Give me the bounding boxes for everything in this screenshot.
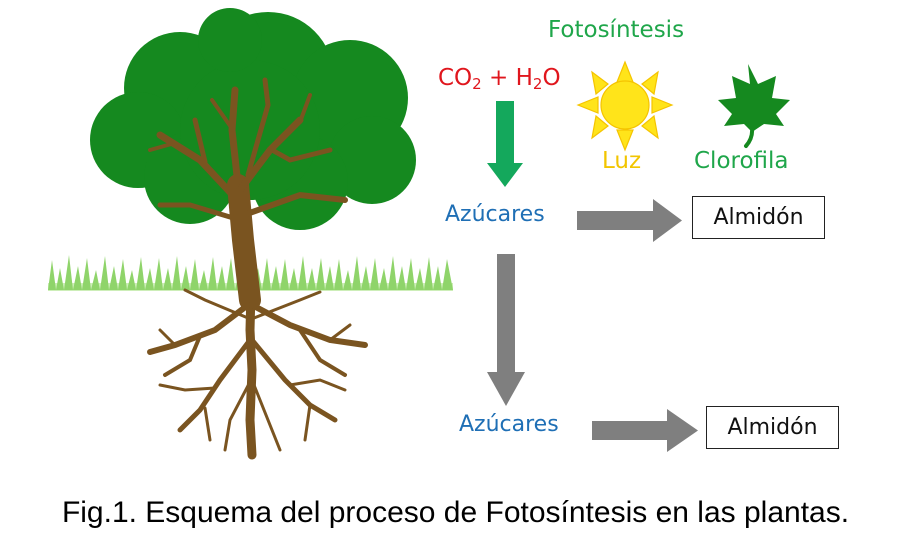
tree-trunk <box>148 77 348 311</box>
formula-o: O <box>542 65 561 91</box>
sun-icon <box>576 60 674 152</box>
photosynthesis-title: Fotosíntesis <box>548 17 685 43</box>
leaf-icon <box>718 64 790 148</box>
chlorophyll-label: Clorofila <box>694 148 789 174</box>
tree-canopy <box>90 8 416 230</box>
gray-arrow-right-top <box>577 199 682 242</box>
gray-arrow-down <box>487 254 525 406</box>
formula-plus-h: + H <box>481 65 533 91</box>
starch-box-top: Almidón <box>692 196 825 239</box>
tree-roots <box>147 287 368 460</box>
formula-h-subscript: 2 <box>532 75 543 93</box>
starch-label-top: Almidón <box>713 205 804 230</box>
reactants-formula: CO2 + H2O <box>438 67 561 92</box>
sugars-label-top: Azúcares <box>445 202 545 227</box>
green-arrow-down <box>487 101 523 187</box>
formula-co: CO <box>438 65 473 91</box>
formula-co-subscript: 2 <box>472 75 482 93</box>
light-label: Luz <box>602 148 642 174</box>
gray-arrow-right-bottom <box>592 409 698 452</box>
figure-caption: Fig.1. Esquema del proceso de Fotosíntes… <box>61 496 850 529</box>
starch-label-bottom: Almidón <box>727 415 818 440</box>
starch-box-bottom: Almidón <box>706 406 839 449</box>
sugars-label-bottom: Azúcares <box>459 412 559 437</box>
